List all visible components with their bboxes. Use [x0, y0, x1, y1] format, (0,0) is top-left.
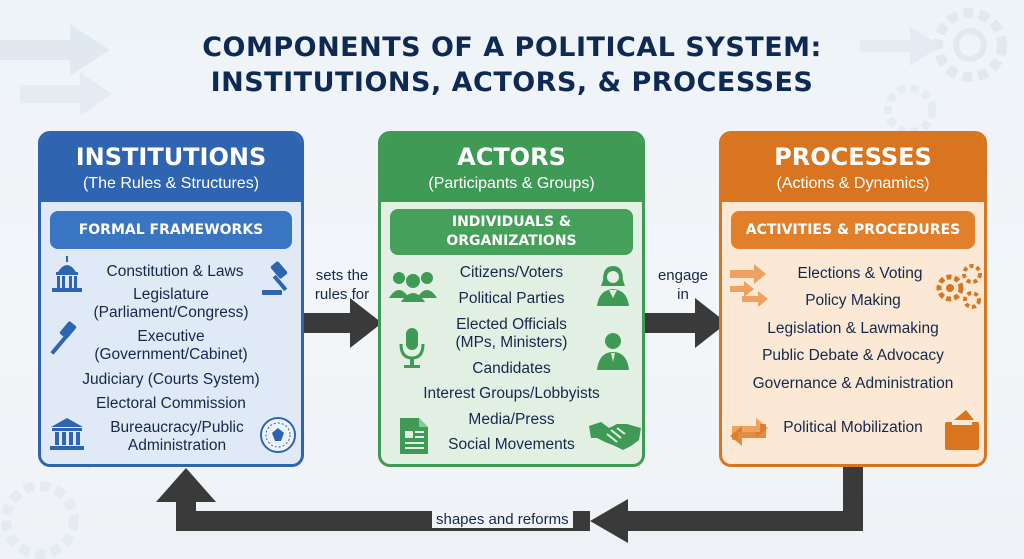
government-building-icon [50, 418, 84, 450]
list-item: Public Debate & Advocacy [762, 347, 944, 364]
arrows-icon [730, 264, 768, 307]
processes-panel: PROCESSES (Actions & Dynamics) ACTIVITIE… [719, 131, 987, 467]
label-engage-in: engage in [646, 266, 720, 304]
list-item: Bureaucracy/Public [110, 419, 244, 436]
gears-icon [936, 264, 982, 309]
actors-list: Citizens/Voters Political Parties Electe… [381, 134, 642, 464]
list-item: Elected Officials [456, 316, 567, 333]
institutions-banner: FORMAL FRAMEWORKS [50, 211, 292, 249]
label-sets-the-rules-for: sets the rules for [306, 266, 378, 304]
microphone-icon [399, 328, 425, 368]
title-line-2: INSTITUTIONS, ACTORS, & PROCESSES [210, 67, 814, 98]
capitol-building-icon [52, 256, 82, 292]
list-item: Candidates [472, 360, 551, 377]
actors-banner-line-1: INDIVIDUALS & [451, 214, 572, 230]
processes-title: PROCESSES [774, 143, 932, 171]
actors-subtitle: (Participants & Groups) [428, 175, 595, 192]
arrow-feedback-up [176, 500, 196, 531]
processes-subtitle: (Actions & Dynamics) [776, 175, 930, 192]
actors-title: ACTORS [457, 143, 566, 171]
woman-official-icon [597, 266, 629, 306]
institutions-subtitle: (The Rules & Structures) [82, 175, 260, 192]
title-line-1: COMPONENTS OF A POLITICAL SYSTEM: [202, 32, 822, 63]
institutions-header: INSTITUTIONS (The Rules & Structures) [41, 134, 301, 202]
arrow-feedback-head-up [156, 468, 216, 502]
label-line: rules for [314, 286, 370, 303]
processes-banner: ACTIVITIES & PROCEDURES [731, 211, 975, 249]
list-item: Legislature [133, 286, 209, 303]
label-line: in [677, 286, 689, 303]
list-item: Interest Groups/Lobbyists [423, 385, 600, 402]
list-item: Elections & Voting [797, 265, 923, 282]
label-shapes-and-reforms: shapes and reforms [432, 511, 573, 528]
processes-list: Elections & Voting Policy Making Legisla… [722, 134, 984, 464]
list-item: Media/Press [468, 411, 555, 428]
page-title: COMPONENTS OF A POLITICAL SYSTEM: INSTIT… [0, 30, 1024, 100]
list-item: Social Movements [448, 436, 575, 453]
gavel-icon [50, 321, 77, 355]
institutions-panel: INSTITUTIONS (The Rules & Structures) FO… [38, 131, 304, 467]
list-item: Policy Making [805, 292, 901, 309]
list-item: Administration [127, 437, 227, 454]
actors-banner-line-2: ORGANIZATIONS [446, 233, 577, 249]
arrow-feedback-head-left [590, 499, 628, 543]
arrow-actors-to-processes [645, 298, 727, 348]
list-item: Political Mobilization [783, 419, 923, 436]
actors-banner: INDIVIDUALS & ORGANIZATIONS [390, 209, 633, 255]
exchange-arrows-icon [730, 418, 768, 446]
actors-header: ACTORS (Participants & Groups) [381, 134, 642, 202]
document-icon [400, 418, 428, 454]
list-item: Citizens/Voters [459, 264, 564, 281]
list-item: Legislation & Lawmaking [767, 320, 939, 337]
list-item: Constitution & Laws [106, 263, 244, 280]
actors-panel: ACTORS (Participants & Groups) INDIVIDUA… [378, 131, 645, 467]
list-item: Electoral Commission [96, 395, 246, 412]
list-item: Executive [137, 328, 205, 345]
list-item: Political Parties [458, 290, 565, 307]
man-official-icon [597, 333, 629, 370]
people-group-icon [389, 272, 437, 302]
list-item: (Parliament/Congress) [93, 304, 249, 321]
label-line: sets the [315, 267, 369, 284]
arrow-institutions-to-actors [304, 298, 382, 348]
gavel-icon [262, 261, 288, 295]
label-line: engage [657, 267, 709, 284]
arrow-feedback-right-down [625, 466, 863, 531]
list-item: Governance & Administration [752, 375, 954, 392]
institutions-list: Constitution & Laws Legislature (Parliam… [41, 134, 301, 464]
handshake-icon [589, 422, 641, 450]
seal-icon [260, 417, 296, 453]
ballot-box-icon [945, 410, 979, 450]
list-item: Judiciary (Courts System) [82, 371, 260, 388]
processes-header: PROCESSES (Actions & Dynamics) [722, 134, 984, 202]
institutions-title: INSTITUTIONS [75, 143, 267, 171]
list-item: (MPs, Ministers) [455, 334, 568, 351]
list-item: (Government/Cabinet) [94, 346, 248, 363]
